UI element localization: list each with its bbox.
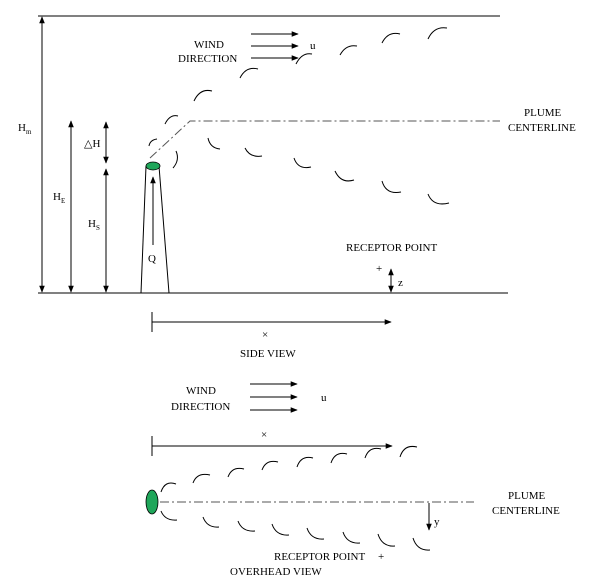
side-view-caption: SIDE VIEW: [240, 348, 296, 360]
overhead-view-caption: OVERHEAD VIEW: [230, 566, 322, 578]
stack-right-wall: [158, 165, 170, 294]
side-receptor-mark: +: [376, 263, 382, 275]
z-label: z: [398, 277, 403, 289]
side-plume-label-line1: PLUME: [524, 107, 562, 119]
top-plume-label-line2: CENTERLINE: [492, 505, 560, 517]
hs-label: HS: [88, 218, 100, 232]
side-wind-label-line2: DIRECTION: [178, 53, 237, 65]
top-receptor-mark: +: [378, 551, 384, 563]
side-x-label: ×: [262, 329, 268, 341]
source-ellipse: [145, 489, 159, 515]
side-plume-lower-edge: [172, 137, 450, 205]
top-wind-label-line2: DIRECTION: [171, 401, 230, 413]
top-receptor-label: RECEPTOR POINT: [274, 551, 365, 563]
top-u-label: u: [321, 392, 327, 404]
side-plume-label-line2: CENTERLINE: [508, 122, 576, 134]
top-plume-upper-edge: [160, 446, 418, 493]
stack-top-ellipse: [145, 161, 161, 171]
delta-h-label: △H: [84, 138, 100, 150]
q-label: Q: [148, 253, 156, 265]
top-plume-label-line1: PLUME: [508, 490, 546, 502]
top-wind-label-line1: WIND: [186, 385, 216, 397]
y-label: y: [434, 516, 440, 528]
he-label: HE: [53, 191, 65, 205]
side-u-label: u: [310, 40, 316, 52]
top-plume-lower-edge: [160, 510, 431, 551]
side-receptor-label: RECEPTOR POINT: [346, 242, 437, 254]
top-x-label: ×: [261, 429, 267, 441]
hm-label: Hm: [18, 122, 32, 136]
side-wind-label-line1: WIND: [194, 39, 224, 51]
side-plume-upper-edge: [148, 27, 448, 147]
plume-centerline: [149, 120, 500, 159]
stack-left-wall: [140, 165, 147, 294]
